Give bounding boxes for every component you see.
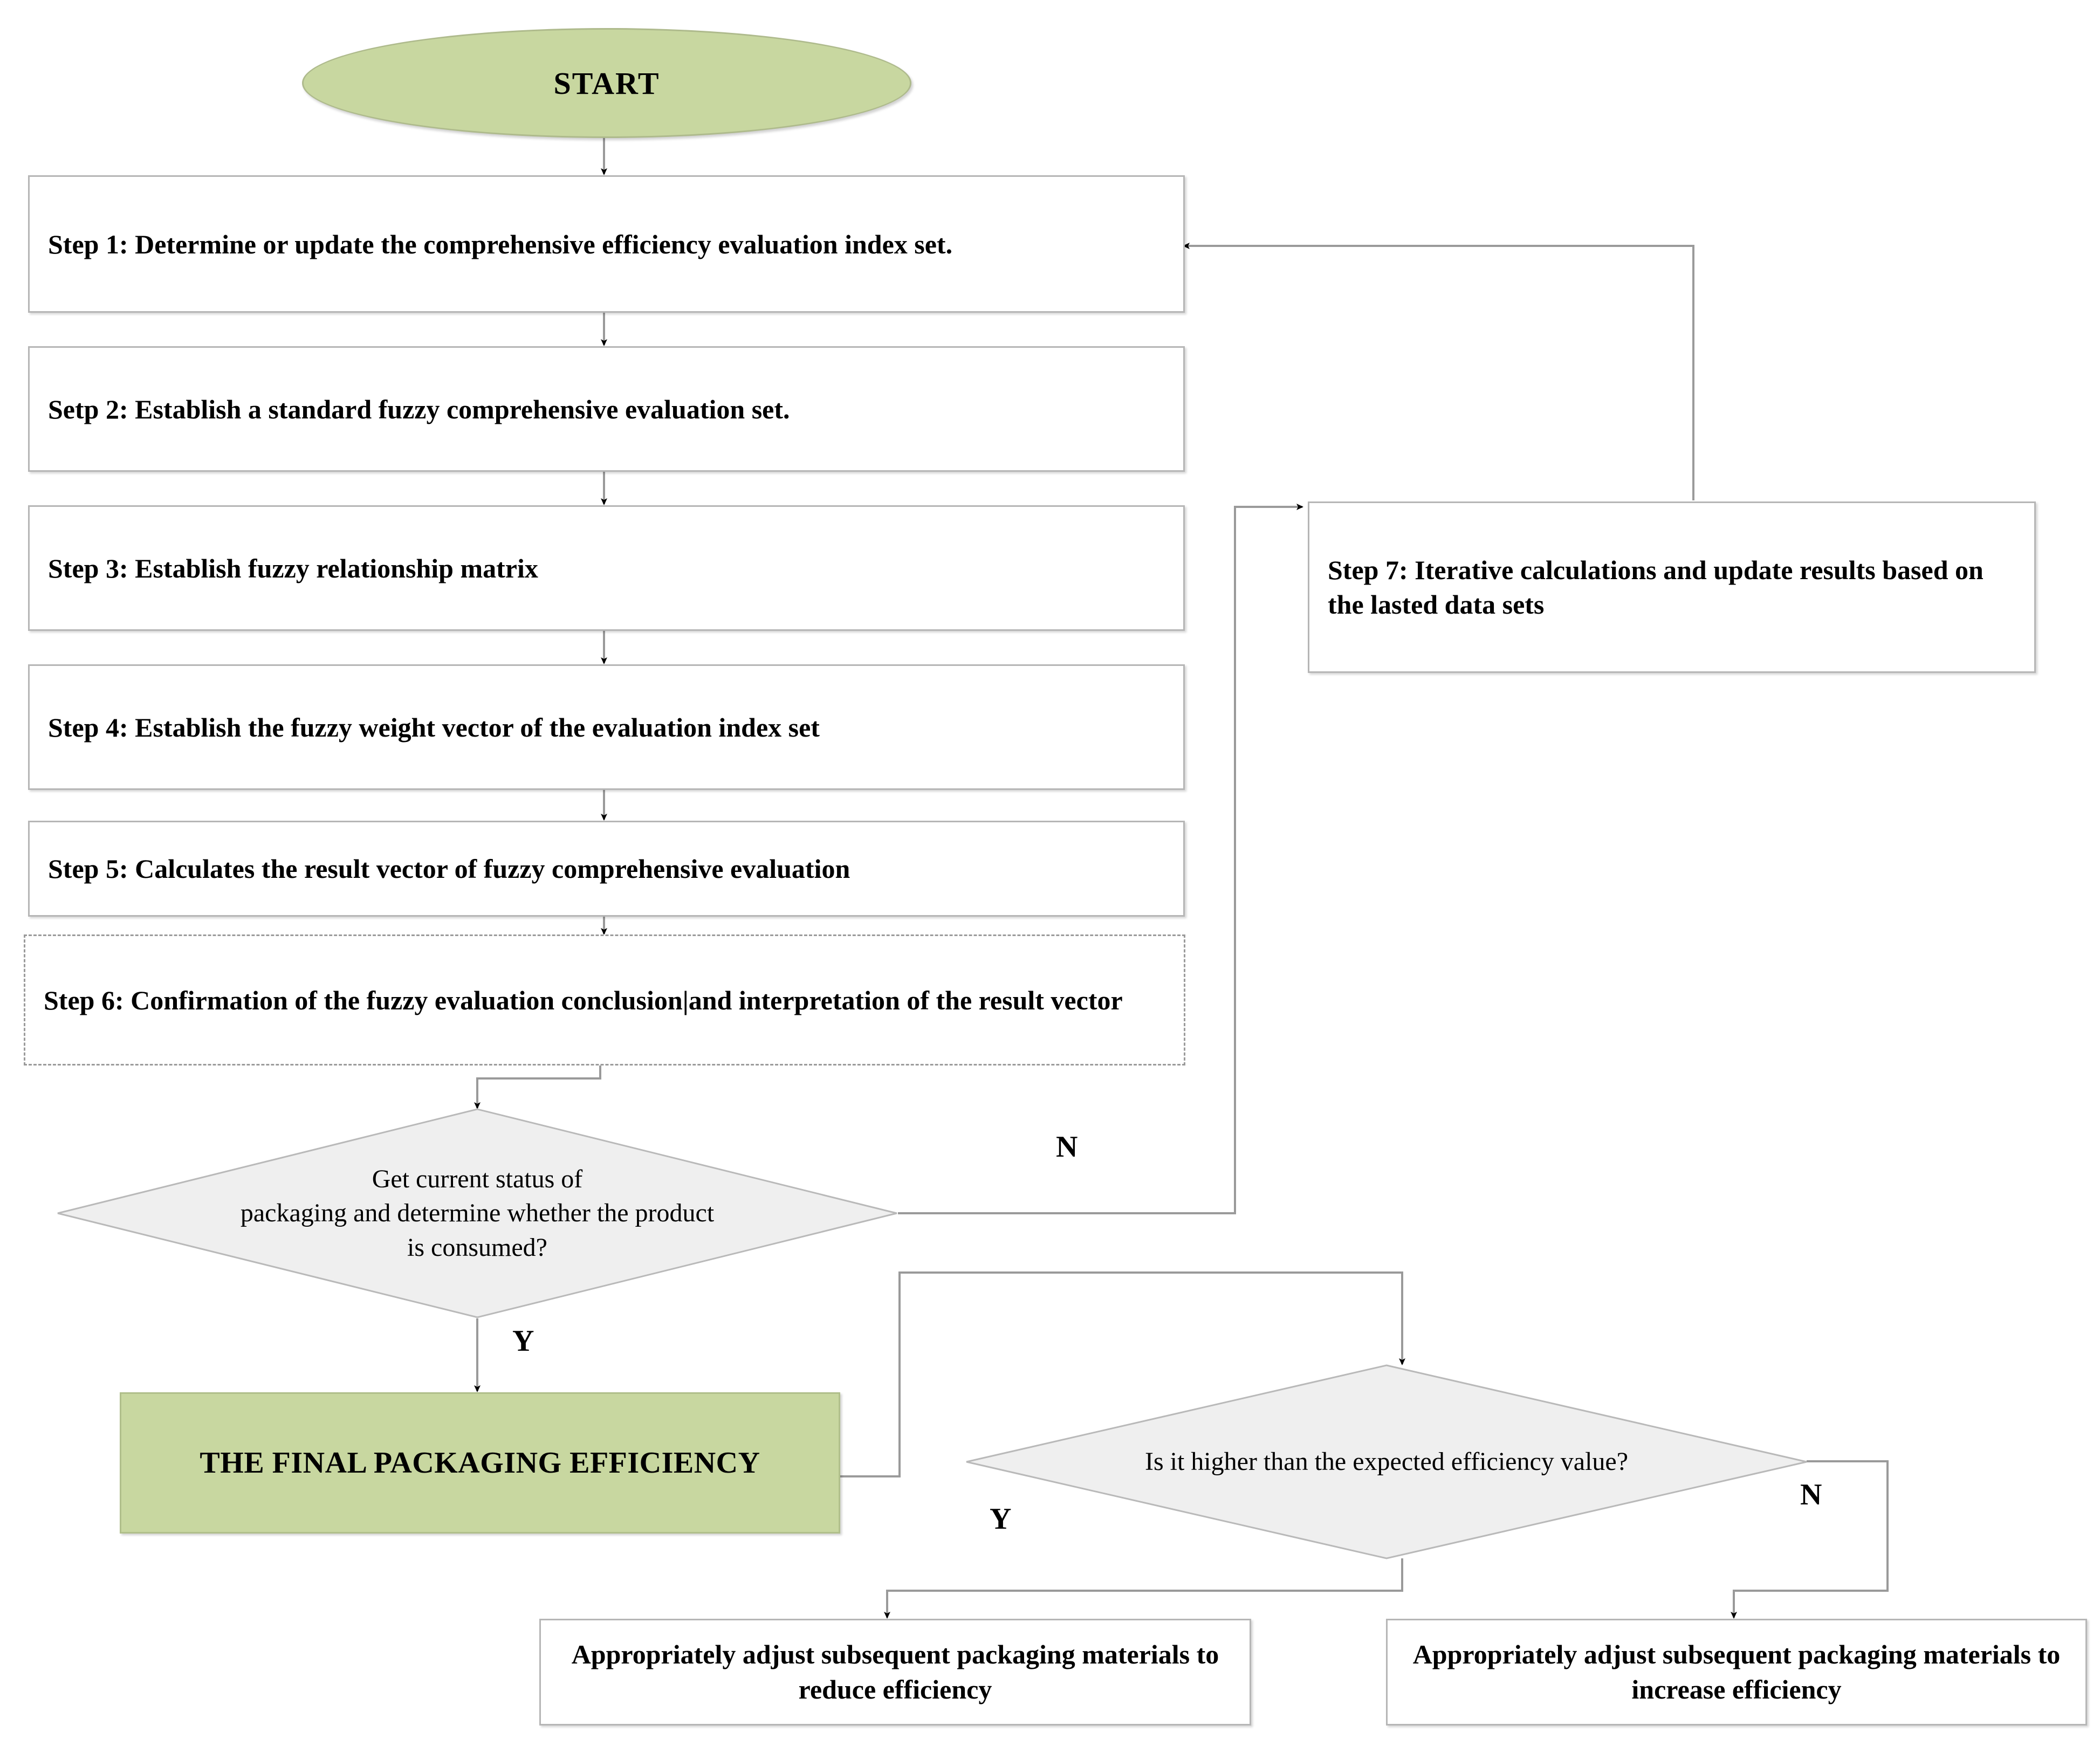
process-step-6[interactable]: Step 6: Confirmation of the fuzzy evalua… bbox=[24, 934, 1185, 1066]
process-step-5[interactable]: Step 5: Calculates the result vector of … bbox=[28, 821, 1185, 917]
edge-decision2-yes-to-reduce bbox=[884, 1558, 1403, 1619]
decision-1-line-3: is consumed? bbox=[407, 1233, 547, 1262]
process-step-4[interactable]: Step 4: Establish the fuzzy weight vecto… bbox=[28, 664, 1185, 790]
edge-label-decision1-yes: Y bbox=[512, 1324, 534, 1358]
edge-step6-to-decision1 bbox=[474, 1065, 601, 1109]
decision-1-line-2: packaging and determine whether the prod… bbox=[240, 1199, 715, 1228]
process-step-3-label: Step 3: Establish fuzzy relationship mat… bbox=[48, 553, 538, 583]
process-step-4-label: Step 4: Establish the fuzzy weight vecto… bbox=[48, 712, 820, 743]
process-step-2-label: Setp 2: Establish a standard fuzzy compr… bbox=[48, 394, 790, 424]
action-reduce-efficiency[interactable]: Appropriately adjust subsequent packagin… bbox=[539, 1619, 1251, 1726]
decision-node-expected-efficiency[interactable]: Is it higher than the expected efficienc… bbox=[965, 1364, 1808, 1559]
final-result-label: THE FINAL PACKAGING EFFICIENCY bbox=[200, 1446, 760, 1480]
decision-node-product-consumed[interactable]: Get current status of packaging and dete… bbox=[57, 1108, 898, 1318]
edge-label-decision2-yes: Y bbox=[990, 1502, 1011, 1536]
action-increase-efficiency[interactable]: Appropriately adjust subsequent packagin… bbox=[1386, 1619, 2087, 1726]
edge-label-decision2-yes-text: Y bbox=[990, 1502, 1012, 1536]
action-increase-efficiency-label: Appropriately adjust subsequent packagin… bbox=[1412, 1639, 2061, 1704]
decision-node-1-text: Get current status of packaging and dete… bbox=[241, 1162, 714, 1264]
edge-label-decision2-no-text: N bbox=[1800, 1478, 1822, 1511]
process-step-7-label: Step 7: Iterative calculations and updat… bbox=[1328, 555, 1984, 620]
decision-node-2-text: Is it higher than the expected efficienc… bbox=[1144, 1447, 1629, 1476]
start-node[interactable]: START bbox=[302, 28, 911, 138]
edge-label-decision1-no: N bbox=[1056, 1130, 1078, 1164]
action-reduce-efficiency-label: Appropriately adjust subsequent packagin… bbox=[571, 1639, 1219, 1704]
process-step-7[interactable]: Step 7: Iterative calculations and updat… bbox=[1308, 501, 2036, 673]
process-step-3[interactable]: Step 3: Establish fuzzy relationship mat… bbox=[28, 505, 1185, 631]
final-result-node[interactable]: THE FINAL PACKAGING EFFICIENCY bbox=[120, 1392, 840, 1534]
process-step-1[interactable]: Step 1: Determine or update the comprehe… bbox=[28, 175, 1185, 313]
diamond-shape-1 bbox=[57, 1108, 897, 1318]
process-step-1-label: Step 1: Determine or update the comprehe… bbox=[48, 229, 953, 259]
edge-step7-to-step1 bbox=[1183, 243, 1694, 500]
process-step-2[interactable]: Setp 2: Establish a standard fuzzy compr… bbox=[28, 346, 1185, 472]
diamond-shape-2 bbox=[966, 1364, 1807, 1559]
edge-label-decision1-yes-text: Y bbox=[512, 1324, 534, 1358]
start-label: START bbox=[553, 65, 660, 101]
edge-label-decision1-no-text: N bbox=[1056, 1130, 1078, 1164]
edge-label-decision2-no: N bbox=[1800, 1477, 1822, 1512]
process-step-6-label: Step 6: Confirmation of the fuzzy evalua… bbox=[44, 985, 1123, 1015]
process-step-5-label: Step 5: Calculates the result vector of … bbox=[48, 854, 850, 884]
decision-1-line-1: Get current status of bbox=[372, 1164, 583, 1193]
